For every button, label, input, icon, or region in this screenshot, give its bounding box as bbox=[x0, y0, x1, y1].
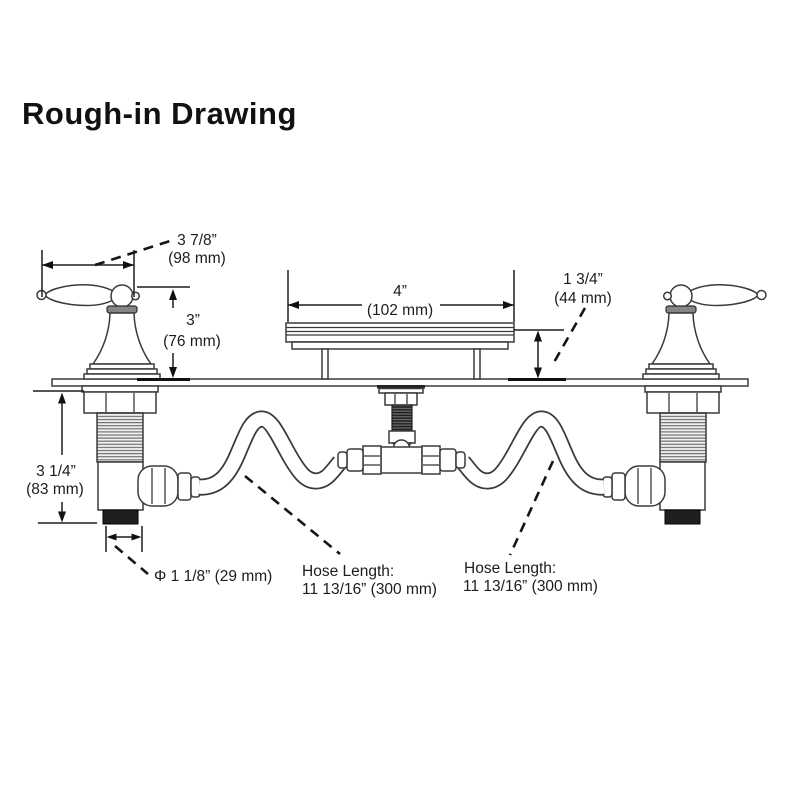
tee-body bbox=[380, 446, 423, 474]
spout bbox=[285, 322, 515, 380]
valve-inlet bbox=[102, 509, 139, 525]
right-handle-valve-assembly bbox=[602, 283, 767, 525]
handle-ball bbox=[110, 284, 134, 308]
dim-shank-length-metric: (83 mm) bbox=[26, 481, 84, 498]
tee-right-ring bbox=[439, 448, 457, 472]
dim-spout-width-metric: (102 mm) bbox=[367, 302, 433, 319]
handle-base-step-3 bbox=[83, 373, 161, 380]
hose-length-left-value: 11 13/16” (300 mm) bbox=[302, 581, 437, 598]
spout-lip bbox=[291, 341, 509, 350]
dim-spout-height: 1 3/4” (44 mm) bbox=[508, 271, 612, 381]
hose-length-right-value: 11 13/16” (300 mm) bbox=[463, 578, 598, 595]
dim-shank-length: 3 1/4” (83 mm) bbox=[26, 390, 97, 524]
dim-shank-length-value: 3 1/4” bbox=[36, 463, 76, 480]
tee-left-ring bbox=[346, 448, 364, 472]
tee-upper-hex-nut bbox=[384, 392, 418, 406]
handle-collar bbox=[106, 305, 138, 314]
handle-lever bbox=[44, 283, 115, 307]
dim-spout-height-metric: (44 mm) bbox=[554, 290, 612, 307]
page-title: Rough-in Drawing bbox=[22, 96, 297, 131]
hose-length-left-label: Hose Length: bbox=[302, 563, 394, 580]
dim-handle-height-metric: (76 mm) bbox=[163, 333, 221, 350]
dim-spout-width-value: 4” bbox=[393, 283, 407, 300]
spout-bar bbox=[285, 322, 515, 343]
left-supply-hose bbox=[198, 410, 347, 496]
spout-right-leg bbox=[473, 348, 481, 380]
port-cap-nut bbox=[137, 465, 179, 507]
dim-inlet-diameter: Φ 1 1/8” (29 mm) bbox=[105, 526, 272, 585]
valve-threaded-shank bbox=[96, 412, 144, 463]
valve-body bbox=[97, 461, 144, 511]
tee-left-ring-small bbox=[337, 451, 348, 469]
dim-handle-width: 3 7/8” (98 mm) bbox=[41, 232, 226, 297]
tee-right-ring-small bbox=[455, 451, 466, 469]
dim-inlet-diameter-value: Φ 1 1/8” (29 mm) bbox=[154, 568, 272, 585]
tee-top-bump bbox=[392, 439, 411, 449]
dim-handle-width-value: 3 7/8” bbox=[177, 232, 217, 249]
dim-handle-height-value: 3” bbox=[186, 312, 200, 329]
right-supply-hose bbox=[463, 419, 604, 487]
label-hose-length-right: Hose Length: 11 13/16” (300 mm) bbox=[463, 460, 598, 595]
center-tee-assembly bbox=[337, 385, 466, 475]
tee-left-hex bbox=[362, 445, 382, 475]
left-handle-valve-assembly bbox=[36, 283, 201, 525]
tee-right-hex bbox=[421, 445, 441, 475]
handle-ball-nub bbox=[130, 291, 141, 301]
spout-left-leg bbox=[321, 348, 329, 380]
port-ring-1 bbox=[177, 472, 192, 501]
valve-hex-nut bbox=[83, 391, 157, 414]
handle-bell-base bbox=[91, 312, 153, 365]
dim-handle-width-metric: (98 mm) bbox=[168, 250, 226, 267]
dim-spout-height-value: 1 3/4” bbox=[563, 271, 603, 288]
spout-flange-dark-edge bbox=[377, 385, 425, 389]
valve-flange bbox=[81, 385, 159, 393]
spout-threaded-rod bbox=[391, 404, 413, 432]
hose-length-right-label: Hose Length: bbox=[464, 560, 556, 577]
label-hose-length-left: Hose Length: 11 13/16” (300 mm) bbox=[244, 474, 437, 598]
dim-spout-width: 4” (102 mm) bbox=[287, 270, 515, 322]
dim-handle-height: 3” (76 mm) bbox=[137, 286, 221, 381]
